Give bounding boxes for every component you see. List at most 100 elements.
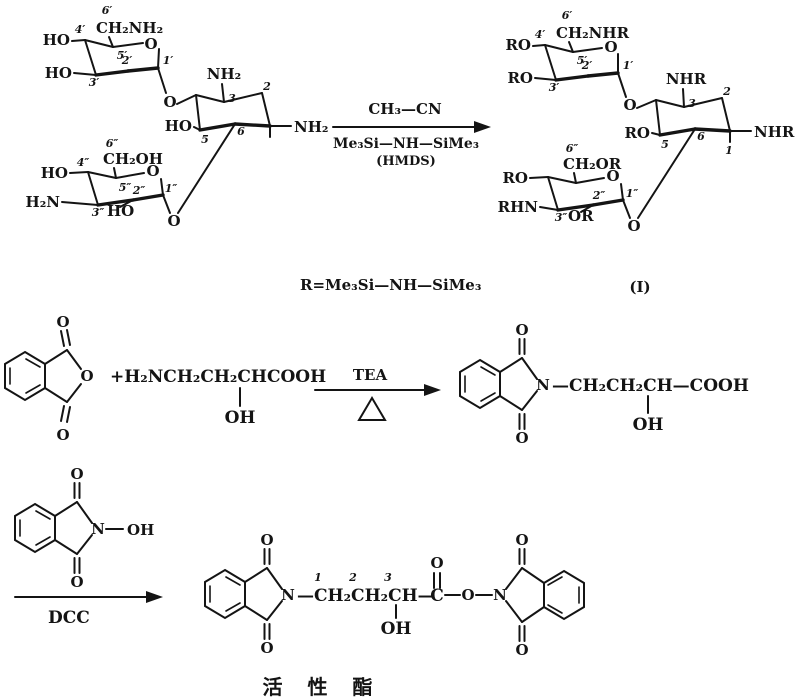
group-label-ho: HO <box>43 31 70 49</box>
pos-label: 6 <box>697 130 705 143</box>
atom-o-carbonyl: O <box>515 641 528 659</box>
group-label-ro: RO <box>507 69 533 87</box>
atom-n: N <box>493 586 507 604</box>
sugar-ring-c-prime: 6″ CH₂OR RO RHN 3″ OR 2″ 1″ O O <box>498 142 641 235</box>
group-label-ch2nhr: CH₂NHR <box>556 24 630 42</box>
pos-label: 4″ <box>77 156 90 169</box>
reagent-below-arrow: DCC <box>48 608 90 628</box>
step2-reaction: O O O +H₂NCH₂CH₂CHCOOH OH TEA <box>4 313 749 447</box>
reaction-arrow-1: CH₃—CN Me₃Si—NH—SiMe₃ (HMDS) <box>332 100 491 169</box>
atom-n: N <box>281 586 295 604</box>
arrowhead <box>424 384 441 396</box>
group-label-or: OR <box>568 207 594 225</box>
product-silylated-aminoglycoside: 6′ CH₂NHR RO RO 4′ 5′ 3′ 2′ 1′ O O NHR <box>498 9 795 235</box>
arrowhead <box>146 591 163 603</box>
reagent-below-arrow: Me₃Si—NH—SiMe₃ <box>333 136 479 152</box>
group-label-ho: HO <box>107 202 134 220</box>
heat-triangle-icon <box>357 396 387 421</box>
atom-o-ester: O <box>461 586 474 604</box>
group-label-ch2or: CH₂OR <box>563 155 622 173</box>
chain-formula: —CH₂CH₂CH— <box>297 586 435 606</box>
atom-n: N <box>91 520 105 538</box>
atom-n: N <box>536 376 550 394</box>
pos-label: 1″ <box>626 187 639 200</box>
group-label-ho: HO <box>165 117 192 135</box>
pos-label: 3′ <box>549 81 560 94</box>
group-label-nh2: NH₂ <box>207 65 241 83</box>
atom-o-carbonyl: O <box>260 639 273 657</box>
oh-label: OH <box>225 408 256 428</box>
pos-label: 5′ <box>117 49 128 62</box>
atom-o-ring: O <box>80 367 93 385</box>
atom-o-carbonyl: O <box>430 554 443 572</box>
pos-label: 2′ <box>121 54 133 67</box>
carbon-number: 3 <box>384 571 392 584</box>
carbon-number: 1 <box>314 571 322 584</box>
carbon-number: 2 <box>348 571 357 584</box>
pos-label: 2 <box>262 80 271 93</box>
r-definition-text: R=Me₃Si—NH—SiMe₃ <box>300 276 481 294</box>
group-label-nhr: NHR <box>666 70 707 88</box>
central-ring-b-prime: NHR NHR RO 3 2 1 5 6 <box>624 70 795 219</box>
pos-label: 3′ <box>89 76 100 89</box>
pos-label: 6″ <box>106 137 119 150</box>
oh-label: OH <box>381 619 412 639</box>
n-oh-label: OH <box>127 521 154 539</box>
group-label-ro: RO <box>505 36 531 54</box>
r-group-definition: R=Me₃Si—NH—SiMe₃ (I) <box>300 276 651 296</box>
pos-label: 1 <box>725 144 733 157</box>
pos-label: 6′ <box>102 4 113 17</box>
group-label-nhr: NHR <box>754 123 795 141</box>
group-label-ch2nh2: CH₂NH₂ <box>96 19 163 37</box>
amino-hydroxybutyric-acid: +H₂NCH₂CH₂CHCOOH OH <box>110 367 326 428</box>
group-label-h2n: H₂N <box>26 193 61 211</box>
atom-o-carbonyl: O <box>56 313 69 331</box>
pos-label: 2′ <box>581 59 593 72</box>
atom-o-glycosidic: O <box>167 212 180 230</box>
pos-label: 2″ <box>132 184 146 197</box>
pos-label: 5′ <box>577 54 588 67</box>
active-ester-product: O O N —CH₂CH₂CH— 1 2 3 OH C O O N <box>204 531 585 659</box>
pos-label: 2″ <box>592 189 606 202</box>
pos-label: 2 <box>722 85 731 98</box>
product-caption: 活 性 酯 <box>263 675 382 699</box>
atom-o-glycosidic: O <box>623 96 636 114</box>
reagent-note: (HMDS) <box>376 154 436 169</box>
pos-label: 5 <box>201 133 209 146</box>
arrowhead <box>474 121 491 133</box>
central-ring-b: NH₂ NH₂ HO 3 2 5 6 <box>165 65 328 214</box>
reactant-aminoglycoside: 6′ CH₂NH₂ HO HO 4′ 5′ 3′ 2′ 1′ O O NH₂ <box>26 4 329 230</box>
pos-label: 1′ <box>163 54 174 67</box>
pos-label: 5″ <box>119 181 132 194</box>
sugar-ring-c: 6″ CH₂OH HO H₂N HO 4″ 5″ 3″ 2″ 1″ O O <box>26 137 181 230</box>
pos-label: 3″ <box>92 206 105 219</box>
reaction-arrow-2: TEA <box>314 366 441 421</box>
atom-o-glycosidic: O <box>627 217 640 235</box>
pos-label: 4′ <box>535 28 546 41</box>
atom-o-carbonyl: O <box>515 429 528 447</box>
pos-label: 5 <box>661 138 669 151</box>
atom-o: O <box>604 38 617 56</box>
sugar-ring-a-prime: 6′ CH₂NHR RO RO 4′ 5′ 3′ 2′ 1′ O O <box>505 9 657 114</box>
group-label-ch2oh: CH₂OH <box>103 150 163 168</box>
pos-label: 1′ <box>623 59 634 72</box>
amino-acid-formula: +H₂NCH₂CH₂CHCOOH <box>110 367 326 387</box>
atom-o-carbonyl: O <box>260 531 273 549</box>
phthalic-anhydride: O O O <box>4 313 94 444</box>
reaction-arrow-3: DCC <box>14 591 163 628</box>
group-label-ro: RO <box>624 124 650 142</box>
reagent-above-arrow: CH₃—CN <box>368 100 442 118</box>
phthalimido-hydroxy-acid: O O N —CH₂CH₂CH—COOH OH <box>459 321 749 447</box>
carbonyl-carbon: C <box>430 586 444 606</box>
group-label-ho: HO <box>45 64 72 82</box>
atom-o-carbonyl: O <box>70 465 83 483</box>
n-hydroxyphthalimide: O O N OH <box>14 465 154 591</box>
pos-label: 4′ <box>75 23 86 36</box>
product-chain-formula: —CH₂CH₂CH—COOH <box>552 376 749 396</box>
group-label-nh2: NH₂ <box>294 118 328 136</box>
group-label-rhn: RHN <box>498 198 539 216</box>
atom-o: O <box>606 167 619 185</box>
pos-label: 6″ <box>566 142 579 155</box>
